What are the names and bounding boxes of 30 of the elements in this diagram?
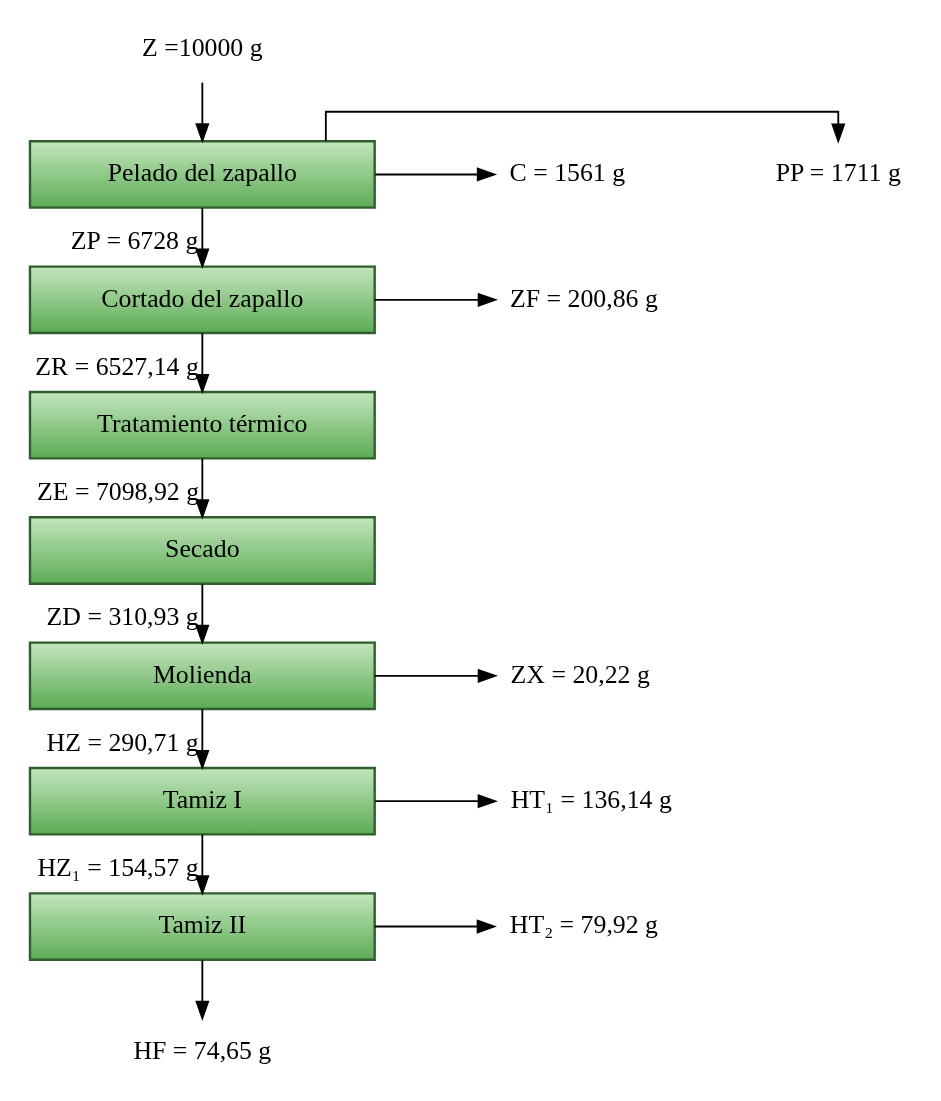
- node-box: Tamiz II: [28, 892, 376, 961]
- arrow: [194, 457, 209, 520]
- arrow: [194, 332, 209, 395]
- node-text: ZF = 200,86 g: [509, 283, 658, 313]
- arrow: [194, 833, 209, 896]
- node-box: Cortado del zapallo: [28, 265, 376, 335]
- node-box: Tamiz I: [28, 766, 376, 836]
- node-box: Pelado del zapallo: [28, 140, 376, 209]
- arrow: [373, 919, 497, 934]
- node-text: ZX = 20,22 g: [510, 659, 650, 689]
- arrow: [324, 110, 845, 144]
- arrow: [373, 794, 498, 809]
- node-box: Molienda: [28, 641, 376, 711]
- node-text: HT₁ = 136,14 g: [510, 785, 672, 815]
- edge-label: HZ₁ = 154,57 g: [36, 853, 199, 883]
- arrow: [194, 81, 209, 144]
- node-text: HF = 74,65 g: [132, 1035, 271, 1065]
- node-text: C = 1561 g: [509, 158, 625, 188]
- arrow: [194, 959, 209, 1021]
- node-box: Tratamiento térmico: [28, 390, 376, 460]
- arrow: [373, 668, 498, 683]
- node-box: Secado: [28, 516, 376, 585]
- node-text: HT₂ = 79,92 g: [509, 910, 658, 940]
- arrow: [373, 167, 497, 182]
- node-text: PP = 1711 g: [775, 158, 901, 188]
- arrow: [194, 207, 209, 269]
- node-text: Z =10000 g: [141, 32, 263, 62]
- arrow: [373, 292, 498, 307]
- arrow: [194, 583, 209, 645]
- arrow: [194, 708, 209, 771]
